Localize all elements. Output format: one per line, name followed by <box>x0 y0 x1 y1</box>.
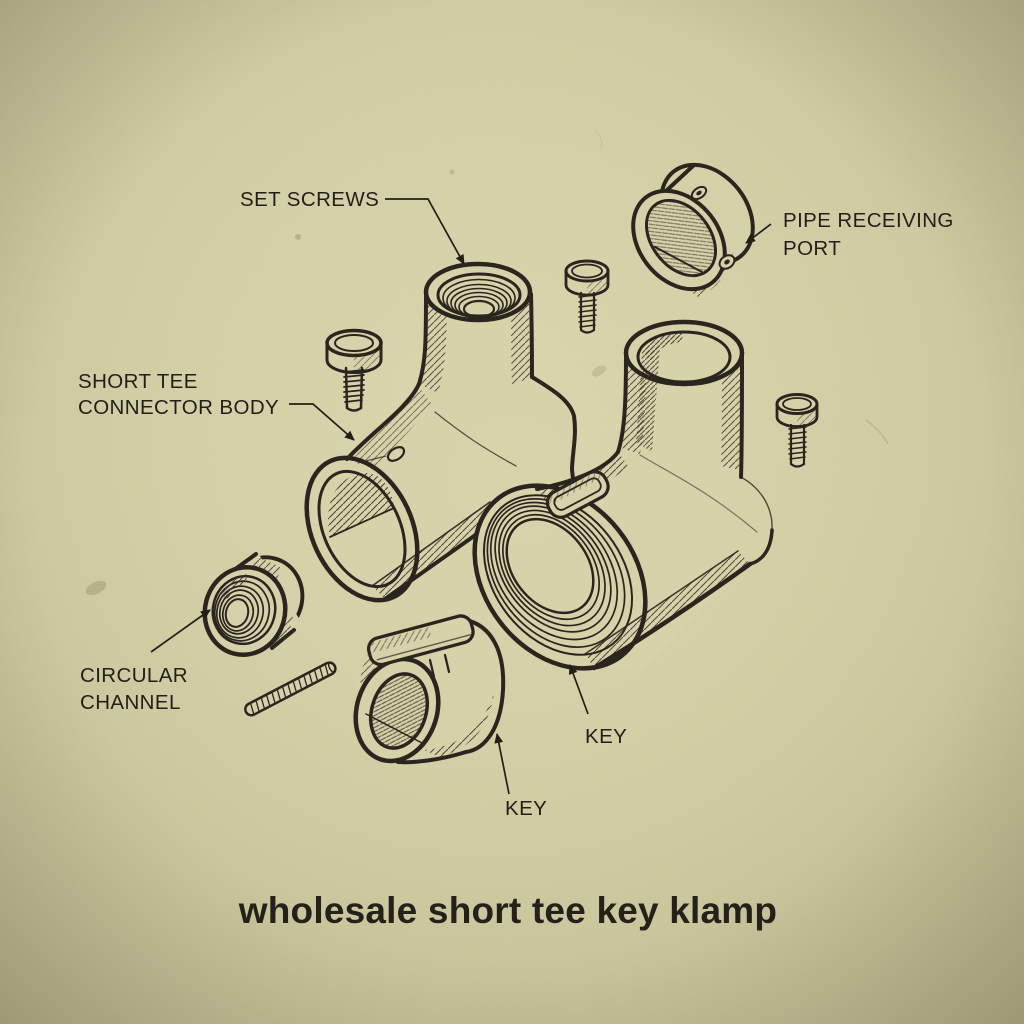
label-circular-channel-line2: CHANNEL <box>80 691 181 714</box>
label-pipe-receiving-port-line1: PIPE RECEIVING <box>783 209 954 232</box>
threaded-top-port-left <box>423 261 533 323</box>
label-pipe-receiving-port-line2: PORT <box>783 237 841 260</box>
label-key-lower: KEY <box>505 797 547 820</box>
label-short-tee-line2: CONNECTOR BODY <box>78 396 279 419</box>
label-key-upper: KEY <box>585 725 627 748</box>
label-set-screws: SET SCREWS <box>240 188 379 211</box>
label-circular-channel-line1: CIRCULAR <box>80 664 188 687</box>
diagram-title: wholesale short tee key klamp <box>238 890 777 931</box>
label-short-tee-line1: SHORT TEE <box>78 370 198 393</box>
